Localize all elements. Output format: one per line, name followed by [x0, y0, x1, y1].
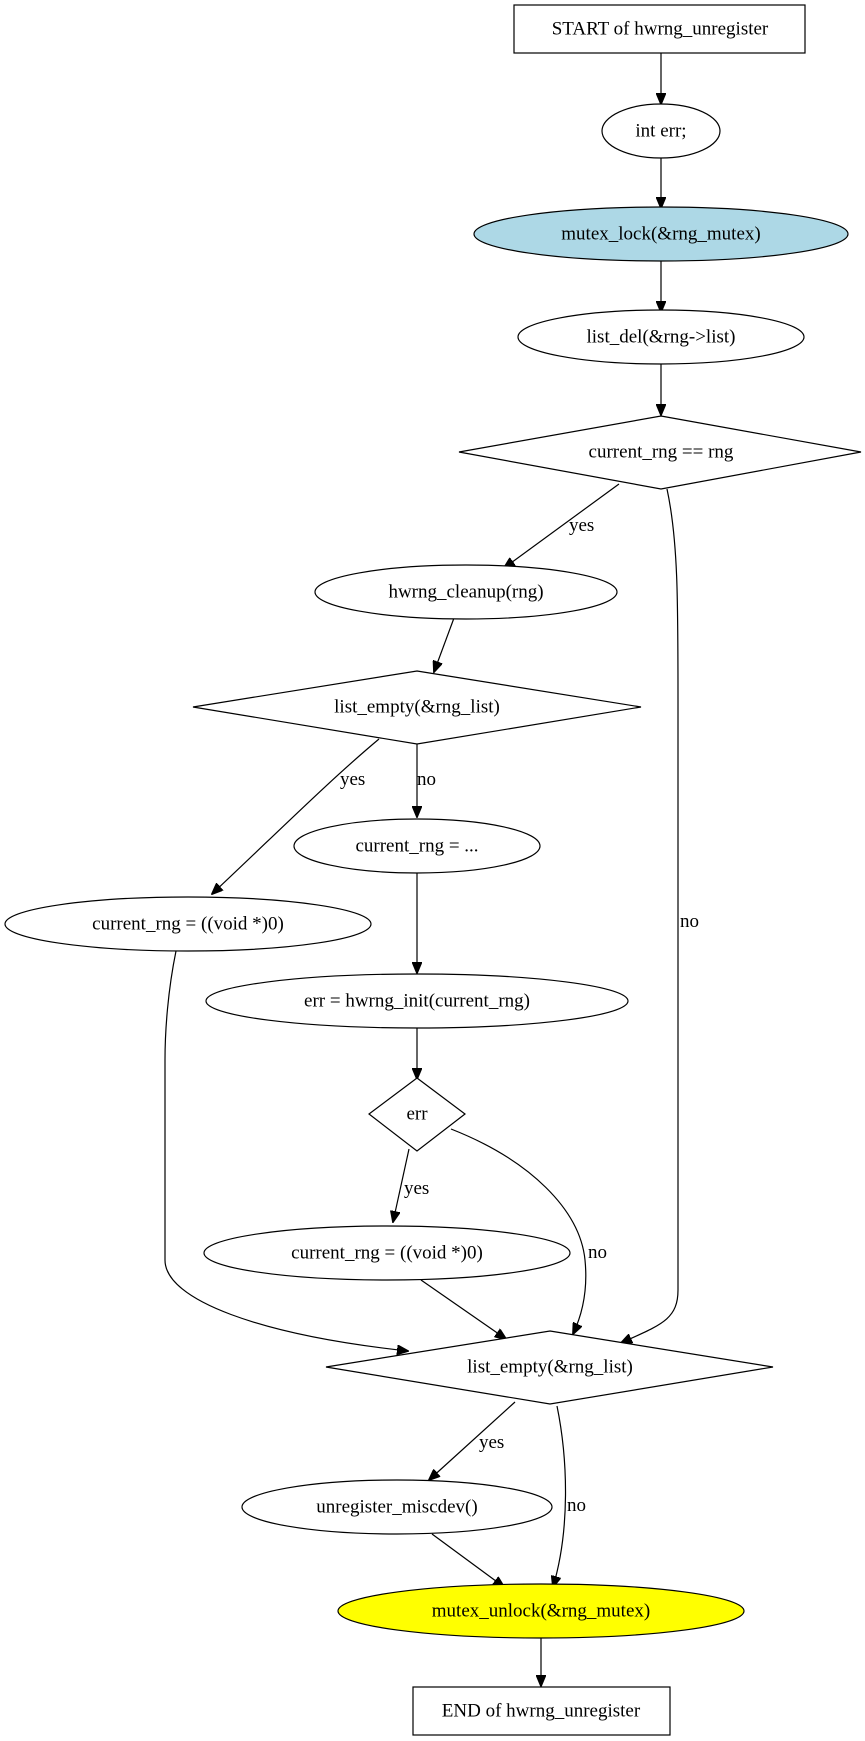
cond-current-rng-node: current_rng == rng [458, 415, 862, 490]
start-node-label: START of hwrng_unregister [552, 19, 769, 40]
cond-current-rng-label: current_rng == rng [589, 442, 734, 463]
mutex-lock-label: mutex_lock(&rng_mutex) [561, 224, 760, 245]
mutex-lock-ellipse [473, 206, 849, 262]
unregister-label: unregister_miscdev() [316, 1497, 477, 1518]
edge-assign-null-1-to-cond-list-empty-2 [164, 950, 408, 1351]
mutex-unlock-label: mutex_unlock(&rng_mutex) [432, 1601, 650, 1622]
label-cond-list-empty-1-no: no [417, 769, 436, 790]
edges [164, 53, 679, 1686]
unregister-node: unregister_miscdev() [241, 1479, 553, 1535]
cond-list-empty-2-node: list_empty(&rng_list) [325, 1330, 774, 1405]
decl-err-node: int err; [601, 103, 721, 159]
edge-assign-null-2-to-cond-list-empty-2 [420, 1279, 506, 1339]
mutex-unlock-node: mutex_unlock(&rng_mutex) [337, 1583, 745, 1639]
assign-null-1-label: current_rng = ((void *)0) [92, 914, 284, 935]
cond-list-empty-1-label: list_empty(&rng_list) [334, 697, 500, 718]
edge-cond-current-yes [504, 483, 620, 568]
list-del-label: list_del(&rng->list) [587, 327, 736, 348]
list-del-node: list_del(&rng->list) [517, 309, 805, 365]
start-node: START of hwrng_unregister [513, 4, 806, 54]
edge-cond-current-no [621, 488, 679, 1343]
hwrng-init-node: err = hwrng_init(current_rng) [205, 973, 629, 1029]
hwrng-init-label: err = hwrng_init(current_rng) [304, 991, 530, 1012]
decl-err-label: int err; [635, 121, 686, 142]
edge-cond-list-empty-1-yes [212, 738, 380, 894]
cond-list-empty-1-node: list_empty(&rng_list) [192, 670, 642, 745]
edge-cond-list-empty-2-yes [429, 1401, 516, 1480]
end-node-label: END of hwrng_unregister [442, 1701, 641, 1722]
assign-null-2-label: current_rng = ((void *)0) [291, 1243, 483, 1264]
label-cond-err-yes: yes [404, 1178, 429, 1199]
assign-null-1-node: current_rng = ((void *)0) [4, 896, 372, 952]
assign-current-node: current_rng = ... [293, 818, 541, 874]
mutex-unlock-ellipse [337, 1583, 745, 1639]
cond-err-label: err [406, 1104, 428, 1125]
label-cond-current-no: no [680, 911, 699, 932]
end-node: END of hwrng_unregister [412, 1686, 671, 1736]
label-cond-err-no: no [588, 1242, 607, 1263]
assign-current-label: current_rng = ... [355, 836, 478, 857]
edge-cond-err-no [450, 1128, 587, 1334]
cleanup-node: hwrng_cleanup(rng) [314, 564, 618, 620]
edge-unregister-to-mutex-unlock [431, 1533, 504, 1587]
label-cond-list-empty-2-yes: yes [479, 1432, 504, 1453]
cond-list-empty-2-label: list_empty(&rng_list) [467, 1357, 633, 1378]
label-cond-list-empty-1-yes: yes [340, 769, 365, 790]
mutex-lock-node: mutex_lock(&rng_mutex) [473, 206, 849, 262]
edge-cond-err-yes [393, 1148, 410, 1222]
assign-null-2-node: current_rng = ((void *)0) [203, 1225, 571, 1281]
edge-labels: yes no yes no yes no yes no [340, 515, 699, 1516]
nodes: START of hwrng_unregister int err; mutex… [4, 4, 862, 1736]
label-cond-list-empty-2-no: no [567, 1495, 586, 1516]
cleanup-label: hwrng_cleanup(rng) [388, 582, 543, 603]
label-cond-current-yes: yes [569, 515, 594, 536]
edge-cond-list-empty-2-no [553, 1405, 567, 1587]
cond-err-node: err [368, 1077, 466, 1152]
edge-cleanup-to-cond-list-empty-1 [434, 617, 455, 672]
